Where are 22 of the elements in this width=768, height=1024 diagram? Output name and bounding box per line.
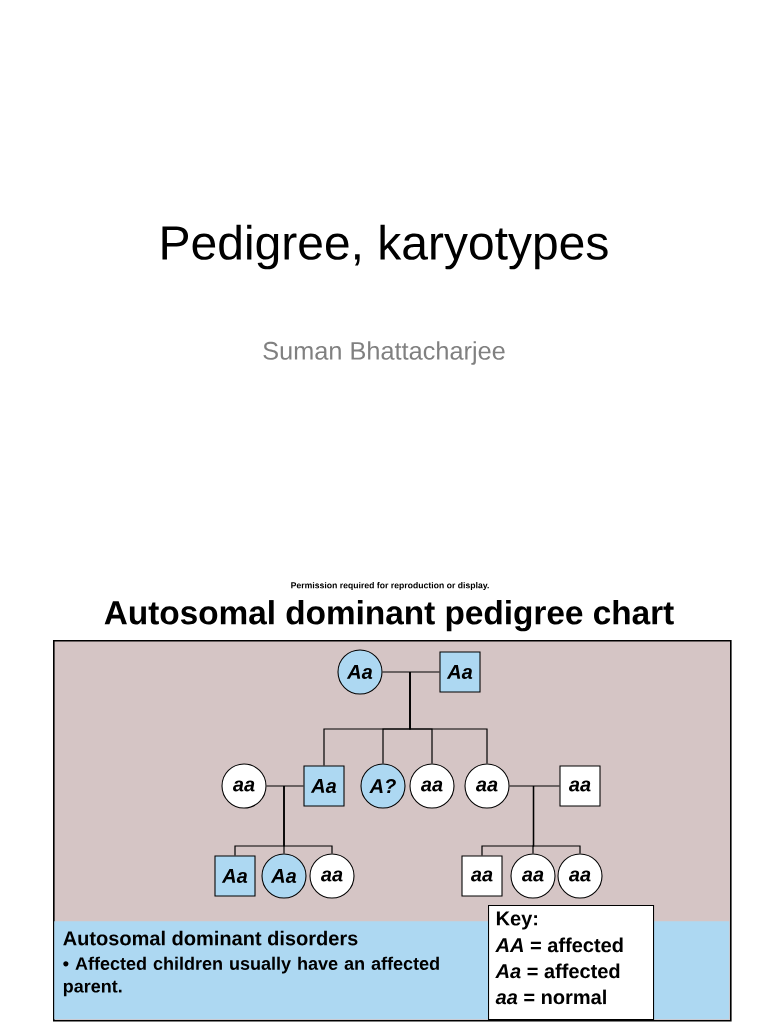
male-square: Aa (214, 855, 256, 897)
slide-title: Pedigree, karyotypes (162, 224, 608, 270)
male-square: aa (461, 855, 503, 897)
male-square: aa (559, 765, 601, 807)
key-box (488, 905, 655, 1021)
key-text: Key: (496, 911, 537, 930)
male-square: Aa (303, 765, 345, 807)
partner-line (381, 671, 441, 673)
descent-line (409, 671, 488, 765)
key-text: aa = normal (495, 989, 606, 1005)
descent-line (532, 785, 581, 855)
male-square: Aa (439, 651, 481, 693)
partner-line (508, 785, 561, 787)
chart-heading: Autosomal dominant pedigree chart (104, 600, 674, 632)
panel-heading: Autosomal dominant disorders (63, 930, 358, 946)
descent-line (283, 785, 333, 855)
bullet-text: • Affected children usually have an affected parent. (63, 956, 439, 997)
copyright-note: Permission required for reproduction or display. (291, 581, 489, 591)
partner-line (265, 785, 305, 787)
slide-subtitle: Suman Bhattacharjee (263, 341, 505, 365)
key-text: Aa = affected (495, 963, 620, 979)
key-text: AA = affected (495, 937, 623, 953)
